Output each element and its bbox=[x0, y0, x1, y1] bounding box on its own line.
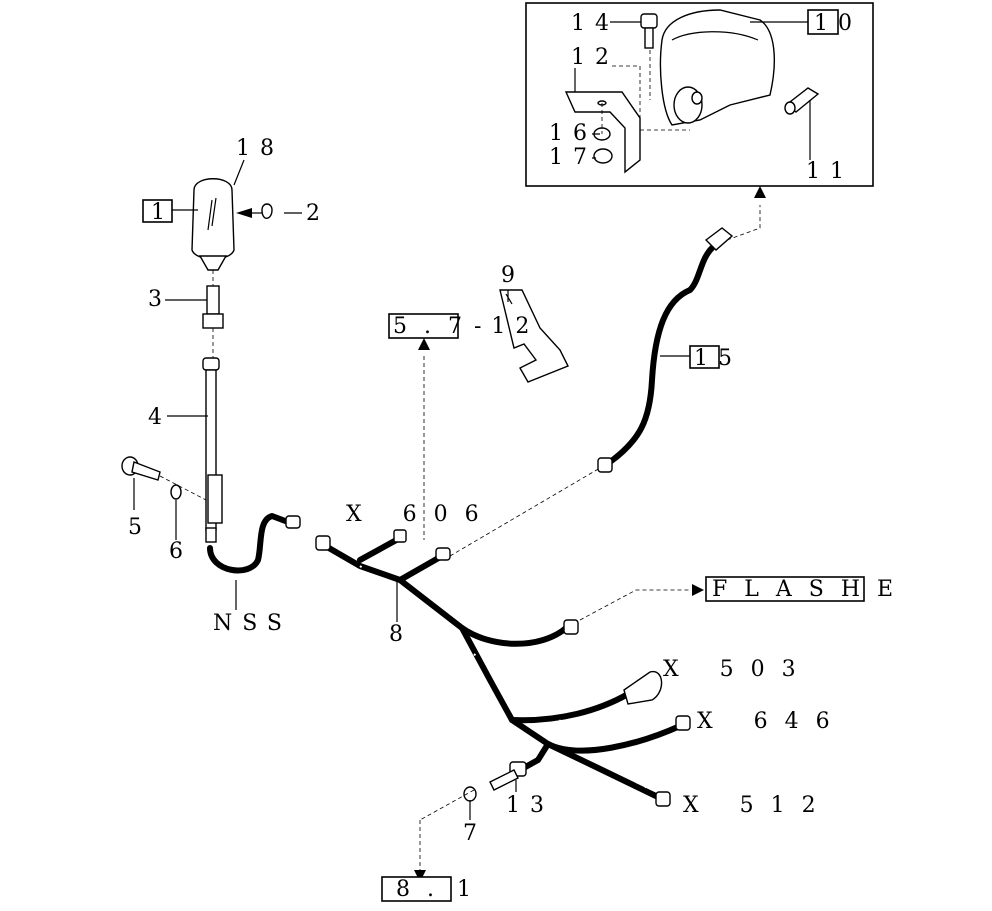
connector-left bbox=[315, 535, 331, 551]
bolt-13-part bbox=[489, 769, 519, 791]
box-15 bbox=[689, 345, 720, 369]
label-10: 10 bbox=[814, 11, 862, 36]
beacon-lamp-assembly bbox=[191, 178, 235, 271]
arrow-to-inset bbox=[754, 186, 766, 198]
bulb-part bbox=[236, 203, 273, 219]
label-x503: X 503 bbox=[663, 657, 813, 682]
label-5: 5 bbox=[128, 515, 152, 540]
label-1: 1 bbox=[151, 200, 175, 225]
arrow-to-flashe bbox=[692, 584, 704, 596]
bolt-part bbox=[640, 13, 658, 49]
connector-15-lower bbox=[597, 457, 613, 473]
label-17: 17 bbox=[549, 145, 597, 170]
label-8: 8 bbox=[389, 622, 413, 647]
label-9: 9 bbox=[501, 263, 525, 288]
label-4: 4 bbox=[148, 405, 172, 430]
mast-tube-part bbox=[202, 357, 223, 543]
connector-mid bbox=[435, 547, 451, 561]
label-x646: X 646 bbox=[697, 709, 847, 734]
connector-x646 bbox=[675, 715, 691, 731]
bolt-5-part bbox=[121, 456, 161, 481]
label-x606: X 606 bbox=[346, 502, 496, 527]
label-11: 11 bbox=[806, 159, 854, 184]
plug-connector-part bbox=[784, 87, 820, 115]
label-x512: X 512 bbox=[683, 793, 833, 818]
connector-flashe bbox=[563, 619, 579, 635]
label-5-7: 5.7 bbox=[393, 314, 479, 339]
label-12: 12 bbox=[571, 45, 619, 70]
label-8-1: 8. bbox=[396, 877, 451, 902]
box-5-7 bbox=[388, 313, 459, 339]
box-10 bbox=[807, 9, 839, 35]
connector-x606 bbox=[393, 529, 407, 543]
arrow-to-5-7 bbox=[418, 338, 430, 350]
arrow-to-8-1 bbox=[414, 870, 426, 882]
nut-17-part bbox=[593, 148, 613, 164]
connector-nss bbox=[285, 515, 301, 529]
adapter-part bbox=[202, 285, 224, 329]
label-2: 2 bbox=[306, 201, 330, 226]
label-18: 18 bbox=[236, 136, 284, 161]
box-flashe bbox=[705, 576, 865, 602]
label-14: 14 bbox=[571, 11, 619, 36]
connector-x503 bbox=[623, 671, 663, 705]
label-16: 16 bbox=[549, 121, 597, 146]
box-8-1 bbox=[381, 876, 452, 902]
connector-15-upper bbox=[704, 227, 734, 251]
wiring-harness bbox=[207, 245, 715, 801]
box-1 bbox=[142, 199, 173, 223]
label-8-1-suffix: 1 bbox=[457, 877, 481, 902]
clip-bracket-part bbox=[499, 289, 569, 383]
label-6: 6 bbox=[169, 539, 193, 564]
washer-7-part bbox=[463, 786, 477, 802]
label-3: 3 bbox=[148, 287, 172, 312]
label-nss: NSS bbox=[213, 611, 292, 636]
connector-x512 bbox=[655, 791, 671, 807]
label-flashe: FLASHE bbox=[712, 577, 910, 602]
label-15: 15 bbox=[694, 346, 742, 371]
label-5-7-suffix: -12 bbox=[474, 314, 539, 339]
label-7: 7 bbox=[463, 821, 487, 846]
label-13: 13 bbox=[506, 793, 554, 818]
beacon-lamp-part bbox=[659, 9, 775, 126]
washer-6-part bbox=[170, 484, 182, 500]
